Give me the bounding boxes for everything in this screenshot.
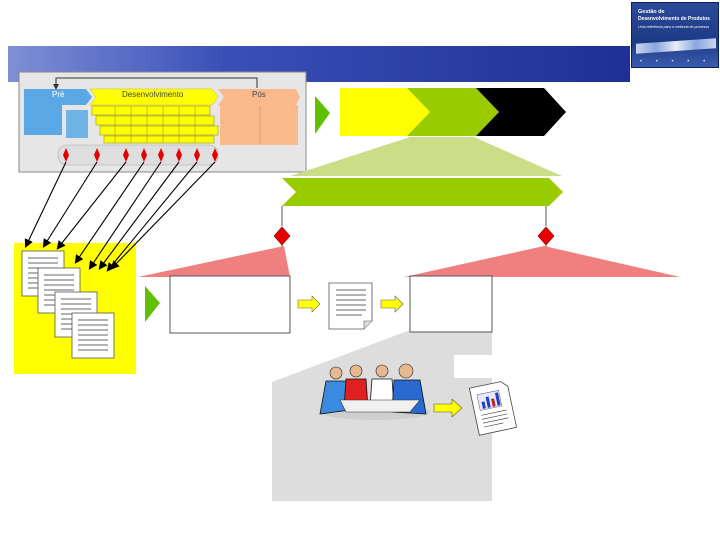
fan-left	[138, 246, 290, 277]
phase-pre-label: Pré	[52, 90, 65, 99]
logo-line-1: Gestão de	[638, 9, 665, 15]
connector-arrows	[24, 161, 216, 272]
logo-line-3: Uma referência para a melhoria do proces…	[638, 25, 710, 29]
phase-pos-label: Pós	[252, 90, 266, 99]
fan-right	[404, 246, 680, 277]
phase-chevrons	[340, 88, 566, 136]
flow-arrow-2	[380, 295, 404, 313]
process-model-thumbnail	[18, 71, 307, 173]
flow-arrow-3	[433, 398, 463, 418]
green-pointer-arrow-2	[145, 286, 160, 322]
phase-dev-shape	[89, 88, 219, 106]
report-icon	[468, 381, 518, 436]
phase-pre-shape	[24, 89, 92, 105]
logo-line-2: Desenvolvimento de Produtos	[638, 16, 710, 22]
logo-strip	[636, 38, 716, 54]
logo: Gestão de Desenvolvimento de Produtos Um…	[631, 2, 719, 68]
flow-arrow-1	[297, 295, 321, 313]
green-pointer-arrow	[315, 96, 330, 134]
zoom-trapezoid	[290, 137, 562, 176]
milestone-diamond-right	[537, 226, 555, 246]
phase-dev-label: Desenvolvimento	[122, 90, 184, 99]
milestone-diamond-left	[273, 226, 291, 246]
document-stack-icon	[21, 250, 115, 359]
document-icon	[328, 282, 373, 330]
team-meeting-icon	[319, 363, 430, 420]
phase-detail-bar	[282, 178, 563, 206]
output-box	[409, 275, 493, 333]
phase-pos-shape	[218, 89, 300, 105]
input-box	[169, 275, 291, 334]
logo-dots: • • • • •	[640, 59, 712, 65]
